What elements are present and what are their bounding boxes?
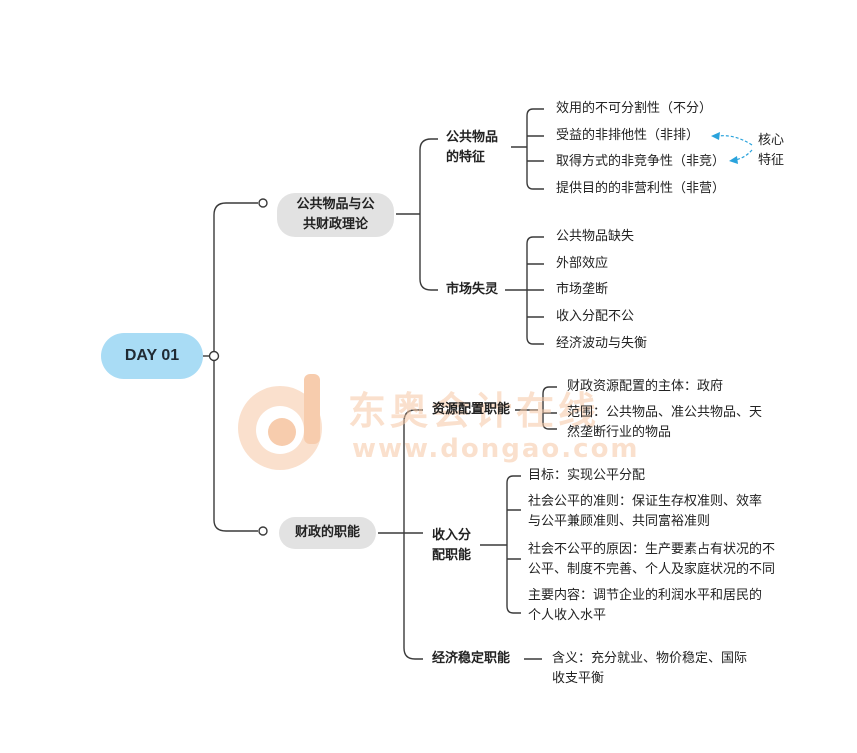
- sub2-item-3: 市场垄断: [556, 282, 609, 297]
- watermark-url: www.dongao.com: [352, 434, 640, 464]
- sub1-title-line1: 公共物品: [446, 130, 499, 145]
- watermark: 东奥会计在线 www.dongao.com: [232, 368, 652, 488]
- income-title-line1: 收入分: [432, 528, 472, 543]
- branch1-node: 公共物品与公 共财政理论: [277, 193, 394, 237]
- sub1-title-line2: 的特征: [446, 150, 486, 165]
- sub2-bracket: [505, 236, 544, 345]
- watermark-logo-icon: [238, 374, 322, 470]
- income-item-4-line2: 个人收入水平: [528, 608, 607, 623]
- income-bracket: [480, 475, 521, 614]
- branch1-to-sub1-line: [419, 138, 438, 214]
- core-note-line1: 核心: [758, 133, 785, 148]
- branch2-to-sub3-line: [403, 533, 423, 660]
- root-to-branch2-line: [213, 360, 258, 532]
- sub2-item-2: 外部效应: [556, 256, 609, 271]
- sub1-item-2: 受益的非排他性（非排）: [556, 128, 700, 143]
- resource-item-2-line2: 然垄断行业的物品: [567, 425, 672, 440]
- root-node-dot: [208, 350, 220, 362]
- branch1-node-dot: [258, 198, 268, 208]
- income-item-2-line1: 社会公平的准则：保证生存权准则、效率: [528, 494, 763, 509]
- sub2-item-5: 经济波动与失衡: [556, 336, 648, 351]
- resource-bracket: [515, 386, 557, 430]
- income-title-line2: 配职能: [432, 548, 472, 563]
- income-item-2-line2: 与公平兼顾准则、共同富裕准则: [528, 514, 711, 529]
- resource-item-2-line1: 范围：公共物品、准公共物品、天: [567, 405, 763, 420]
- core-note-line2: 特征: [758, 153, 785, 168]
- stability-item-line2: 收支平衡: [552, 671, 605, 686]
- branch2-to-sub1-line: [403, 409, 423, 533]
- root-to-branch1-line: [213, 202, 258, 352]
- sub1-item-3: 取得方式的非竞争性（非竞）: [556, 154, 726, 169]
- root-node: DAY 01: [101, 333, 203, 379]
- income-item-3-line2: 公平、制度不完善、个人及家庭状况的不同: [528, 562, 776, 577]
- resource-item-1: 财政资源配置的主体：政府: [567, 379, 724, 394]
- sub2-item-1: 公共物品缺失: [556, 229, 635, 244]
- sub1-item-4: 提供目的的非营利性（非营）: [556, 181, 726, 196]
- core-arrowhead-lower: [729, 156, 738, 164]
- core-arrow-upper: [717, 135, 753, 146]
- branch1-title-line1: 公共物品与公: [296, 197, 375, 212]
- branch1-to-sub2-line: [419, 214, 438, 291]
- branch2-node-dot: [258, 526, 268, 536]
- watermark-brand: 东奥会计在线: [348, 389, 601, 433]
- resource-title: 资源配置职能: [432, 402, 511, 417]
- sub1-item-1: 效用的不可分割性（不分）: [556, 101, 713, 116]
- income-item-3-line1: 社会不公平的原因：生产要素占有状况的不: [528, 542, 776, 557]
- branch2-node: 财政的职能: [279, 517, 376, 549]
- branch2-title: 财政的职能: [294, 525, 360, 540]
- core-arrowhead-upper: [711, 132, 720, 140]
- income-item-4-line1: 主要内容：调节企业的利润水平和居民的: [528, 588, 763, 603]
- income-item-1: 目标：实现公平分配: [528, 468, 646, 483]
- sub2-title: 市场失灵: [446, 282, 499, 297]
- stability-title: 经济稳定职能: [432, 651, 511, 666]
- sub1-bracket: [511, 108, 544, 190]
- branch1-title-line2: 共财政理论: [302, 217, 368, 232]
- sub2-item-4: 收入分配不公: [556, 309, 635, 324]
- stability-item-line1: 含义：充分就业、物价稳定、国际: [552, 651, 748, 666]
- core-arrow-lower: [734, 149, 753, 161]
- root-label: DAY 01: [124, 347, 180, 364]
